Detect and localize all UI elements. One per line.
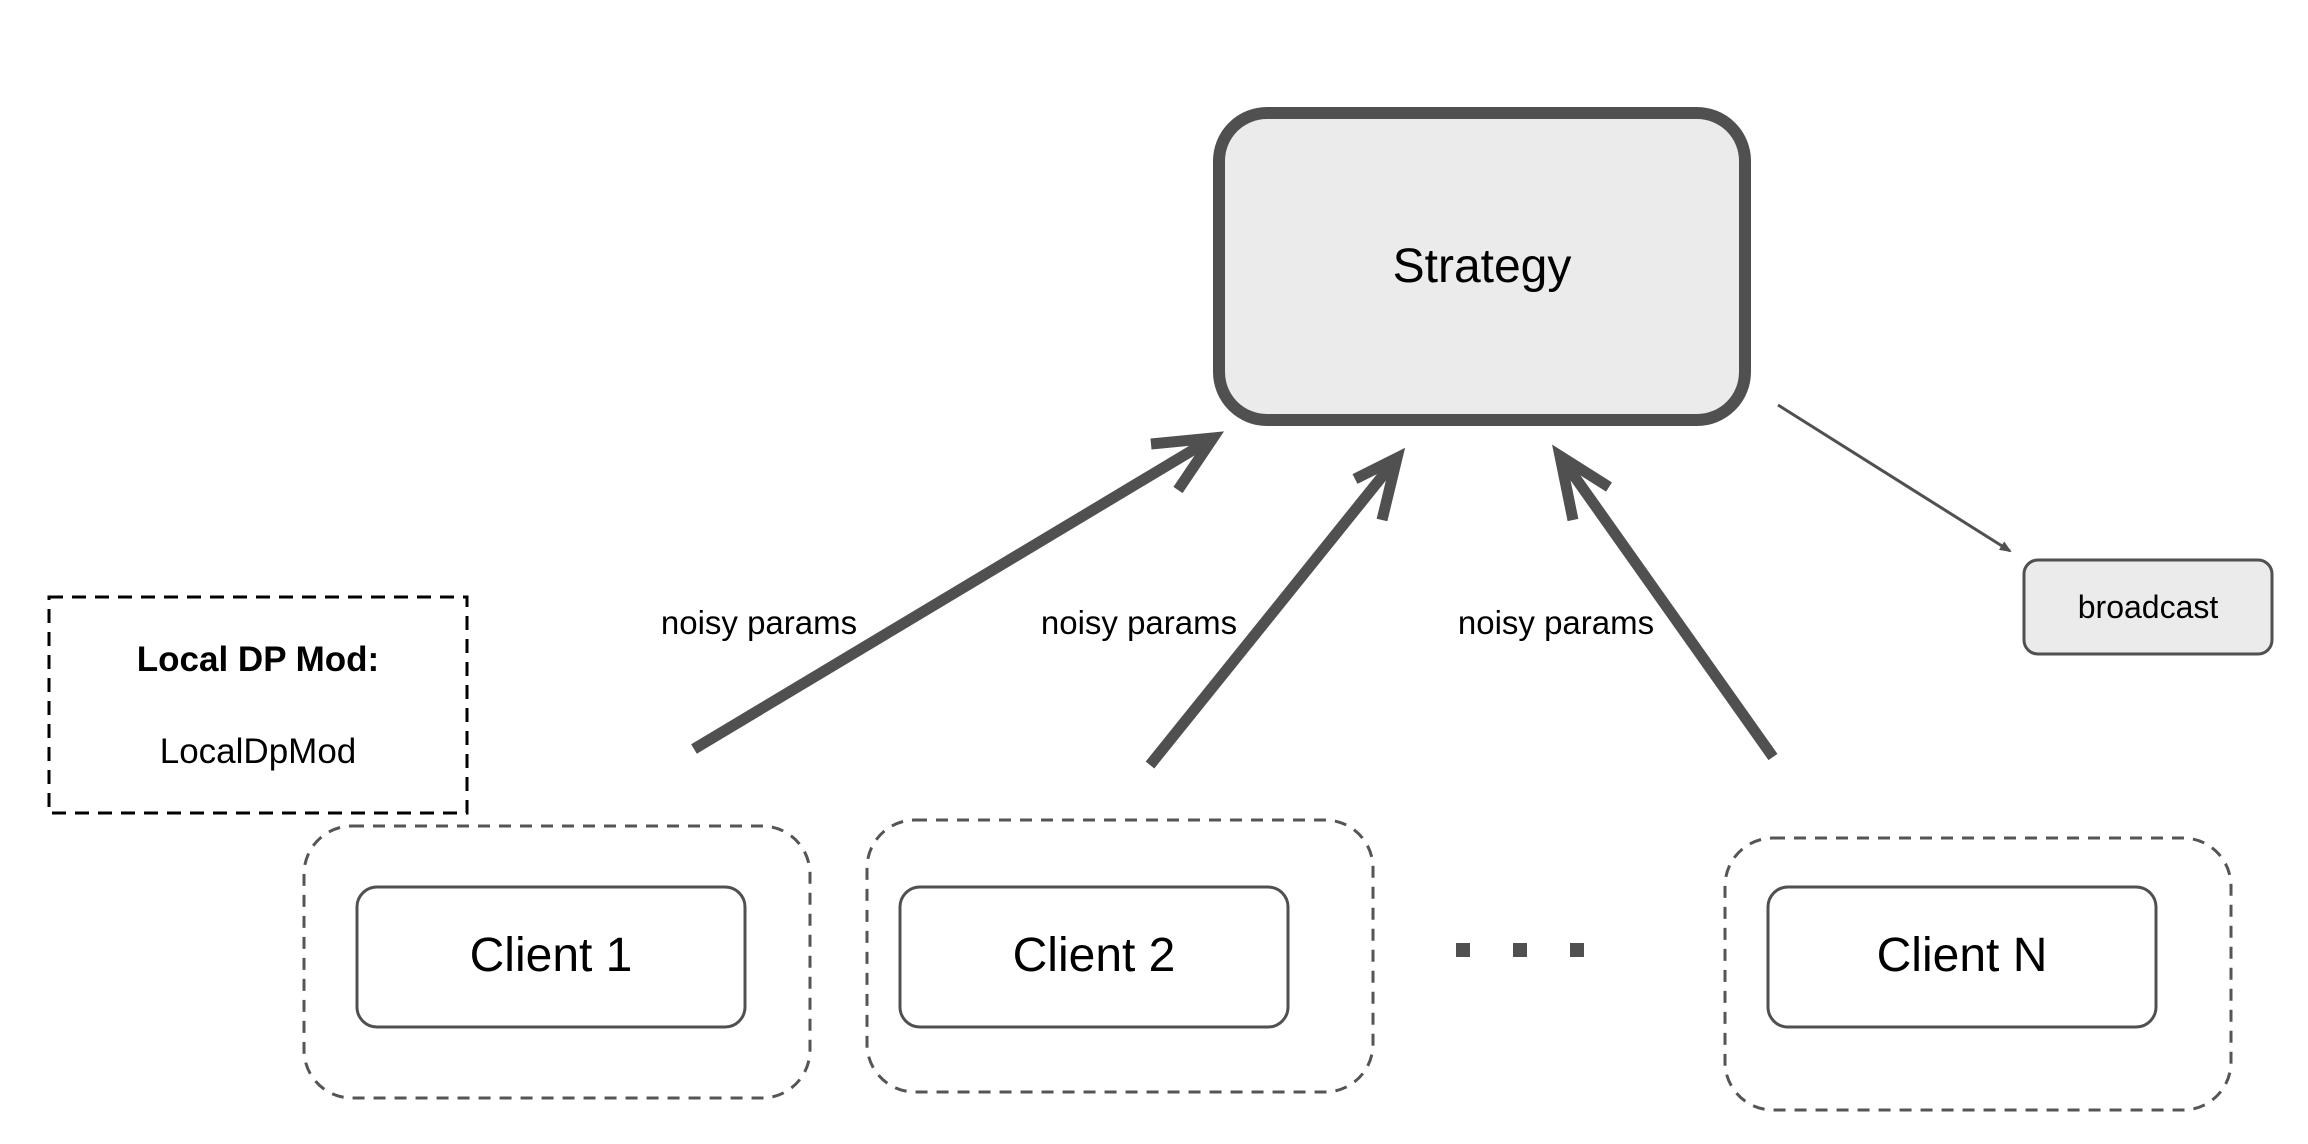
edge-label-1: noisy params [661,604,857,641]
client-n-group: Client N [1723,836,2233,1112]
edge-label-2: noisy params [1041,604,1237,641]
broadcast-label: broadcast [2078,589,2219,625]
local-dp-mod-value: LocalDpMod [160,732,357,771]
client-2-label: Client 2 [1013,929,1176,982]
noisy-params-arrow-2 [1145,447,1406,769]
client-1-label: Client 1 [470,929,633,982]
client-n-label: Client N [1877,929,2048,982]
broadcast-node: broadcast [2022,558,2274,656]
noisy-params-arrow-1 [691,431,1225,754]
strategy-node: Strategy [1213,107,1751,426]
client-1-group: Client 1 [302,824,812,1100]
strategy-label: Strategy [1393,240,1572,293]
ellipsis-dots [1456,943,1584,957]
broadcast-arrow [1777,403,2012,553]
noisy-params-arrow-3 [1552,444,1778,761]
local-dp-mod-title: Local DP Mod: [137,640,379,679]
local-dp-mod-box: Local DP Mod: LocalDpMod [47,595,469,815]
edge-label-3: noisy params [1458,604,1654,641]
client-2-group: Client 2 [865,818,1375,1094]
